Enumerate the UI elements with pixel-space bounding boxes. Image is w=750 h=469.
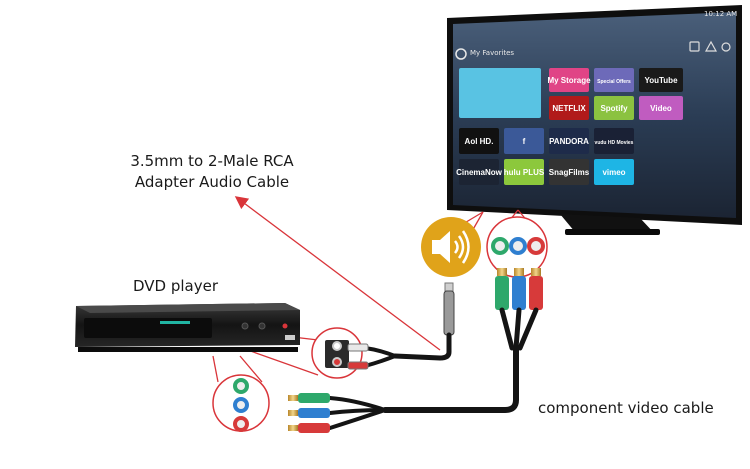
component-cable-label: component video cable	[538, 399, 714, 417]
app-tile-label: SnagFilms	[549, 168, 590, 177]
dvd-audio-jacks	[311, 327, 363, 379]
tv-menu-icon	[689, 41, 700, 52]
settings-icon	[721, 42, 731, 52]
green-jack-icon	[233, 378, 249, 394]
app-tile-label: YouTube	[644, 76, 678, 85]
app-tile-label: vudu HD Movies	[595, 140, 634, 146]
dvd-player-label: DVD player	[133, 277, 219, 295]
green-jack-icon	[491, 237, 509, 255]
app-tile	[504, 159, 544, 185]
tv-favorites-label: My Favorites	[470, 49, 515, 57]
tv-clock: 10:12 AM	[704, 10, 738, 18]
audio-cable-label-line2: Adapter Audio Cable	[134, 173, 290, 191]
disc-tray	[84, 318, 212, 338]
app-tile	[594, 96, 634, 120]
app-tile-label: f	[523, 137, 526, 146]
app-tile-label: Special Offers	[597, 79, 631, 85]
red-jack-icon	[332, 357, 342, 367]
white-jack-icon	[332, 341, 342, 351]
favorites-icon	[455, 48, 467, 60]
component-video-cable	[288, 268, 543, 433]
app-tile	[459, 68, 541, 118]
app-tile-label: NETFLIX	[552, 104, 586, 113]
app-tile	[459, 159, 499, 185]
app-tile	[639, 68, 683, 92]
app-tile	[459, 128, 499, 154]
app-tile-label: Spotify	[600, 104, 628, 113]
dvd-video-callout-line	[212, 355, 219, 383]
blue-jack-icon	[509, 237, 527, 255]
speaker-icon	[421, 217, 481, 277]
app-tile	[504, 128, 544, 154]
audio-cable-label: 3.5mm to 2-Male RCA Adapter Audio Cable	[128, 151, 296, 193]
red-jack-icon	[233, 416, 249, 432]
red-jack-icon	[527, 237, 545, 255]
audio-cable-label-line1: 3.5mm to 2-Male RCA	[130, 152, 294, 170]
blue-jack-icon	[233, 397, 249, 413]
app-tile-label: vimeo	[602, 168, 625, 177]
app-tile	[639, 96, 683, 120]
audio-cable	[347, 282, 455, 370]
app-tile	[594, 159, 634, 185]
app-tile-label: Aol HD.	[465, 137, 494, 146]
app-tile	[549, 128, 589, 154]
app-tile	[549, 159, 589, 185]
callout-lines	[212, 196, 541, 383]
dvd-player	[75, 303, 300, 352]
audio-cable-arrow	[234, 196, 441, 351]
app-tile-label: hulu PLUS	[504, 168, 545, 177]
app-tile	[549, 96, 589, 120]
dvd-display-light	[160, 321, 190, 324]
app-tile-label: Video	[650, 104, 672, 113]
app-tile-label: My Storage	[547, 76, 591, 85]
app-tile	[594, 68, 634, 92]
app-tile-label: PANDORA	[549, 137, 589, 146]
app-tile-label: CinemaNow	[456, 168, 503, 177]
dvd-component-jacks	[212, 374, 270, 432]
alert-icon	[704, 40, 718, 52]
app-tile	[549, 68, 589, 92]
app-tile	[594, 128, 634, 154]
